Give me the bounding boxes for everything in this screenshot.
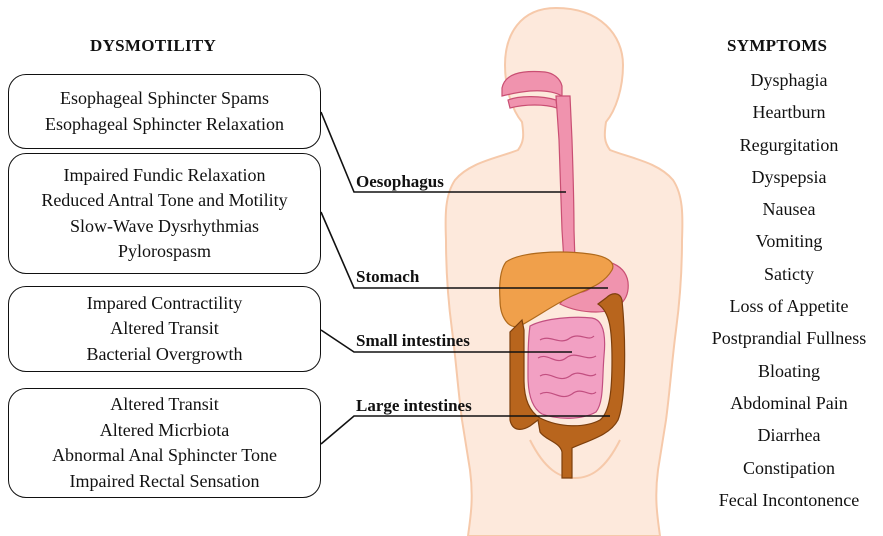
esophageal-dysmotility-box: Esophageal Sphincter Spams Esophageal Sp… [8, 74, 321, 149]
symptom-item: Abdominal Pain [695, 387, 883, 419]
symptom-item: Saticty [695, 258, 883, 290]
box-line: Pylorospasm [118, 239, 211, 265]
organ-label-oesophagus: Oesophagus [356, 172, 444, 192]
organ-label-small-intestines: Small intestines [356, 331, 470, 351]
symptom-item: Heartburn [695, 96, 883, 128]
gastric-dysmotility-box: Impaired Fundic Relaxation Reduced Antra… [8, 153, 321, 274]
box-line: Bacterial Overgrowth [86, 342, 242, 368]
organ-label-large-intestines: Large intestines [356, 396, 472, 416]
small-intestine-dysmotility-box: Impared Contractility Altered Transit Ba… [8, 286, 321, 372]
large-intestine-dysmotility-box: Altered Transit Altered Micrbiota Abnorm… [8, 388, 321, 498]
box-line: Abnormal Anal Sphincter Tone [52, 443, 277, 469]
symptom-item: Vomiting [695, 225, 883, 257]
symptom-item: Regurgitation [695, 129, 883, 161]
box-line: Impaired Fundic Relaxation [64, 163, 266, 189]
dysmotility-heading: DYSMOTILITY [90, 36, 216, 56]
symptom-item: Diarrhea [695, 419, 883, 451]
symptoms-heading: SYMPTOMS [727, 36, 827, 56]
box-line: Reduced Antral Tone and Motility [41, 188, 287, 214]
box-line: Altered Transit [110, 392, 219, 418]
box-line: Slow-Wave Dysrhythmias [70, 214, 259, 240]
symptom-item: Constipation [695, 452, 883, 484]
box-line: Altered Transit [110, 316, 219, 342]
symptom-item: Bloating [695, 355, 883, 387]
box-line: Esophageal Sphincter Relaxation [45, 112, 284, 138]
symptom-item: Dyspepsia [695, 161, 883, 193]
box-line: Impaired Rectal Sensation [70, 469, 260, 495]
box-line: Impared Contractility [87, 291, 242, 317]
symptom-item: Dysphagia [695, 64, 883, 96]
symptom-list: Dysphagia Heartburn Regurgitation Dyspep… [695, 64, 883, 516]
symptom-item: Loss of Appetite [695, 290, 883, 322]
box-line: Altered Micrbiota [100, 418, 229, 444]
small-intestine [528, 317, 605, 418]
symptom-item: Fecal Incontonence [695, 484, 883, 516]
symptom-item: Postprandial Fullness [695, 322, 883, 354]
mouth-cavity [502, 72, 562, 108]
organ-label-stomach: Stomach [356, 267, 419, 287]
box-line: Esophageal Sphincter Spams [60, 86, 269, 112]
symptom-item: Nausea [695, 193, 883, 225]
